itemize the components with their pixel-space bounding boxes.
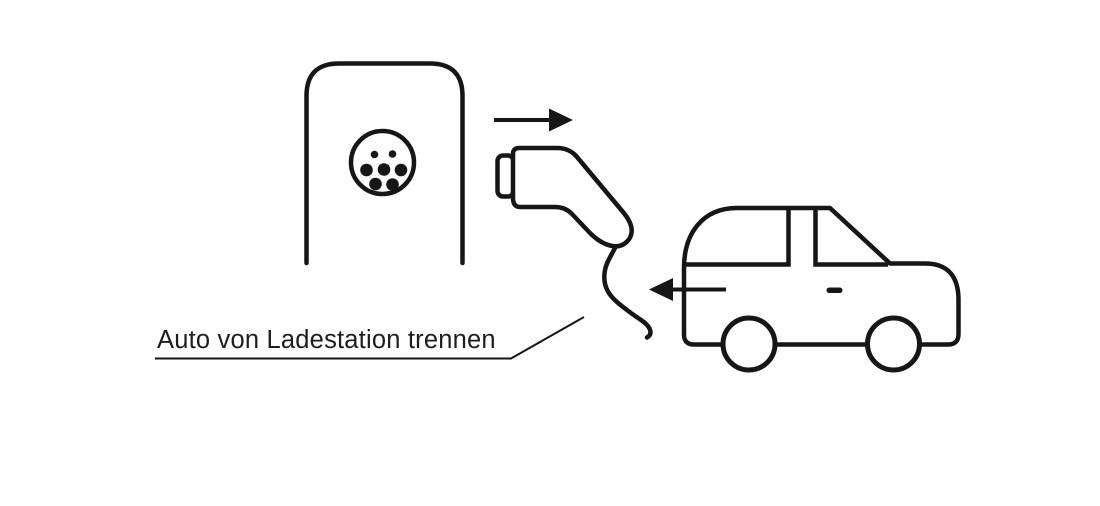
car-side-icon	[681, 205, 961, 373]
socket-contact	[369, 177, 382, 191]
charging-station-icon	[304, 61, 465, 266]
car-rear-window	[813, 209, 888, 267]
arrow-right-icon	[494, 108, 573, 132]
socket-contact	[377, 163, 391, 176]
socket-contact	[388, 150, 397, 158]
socket-contact	[394, 163, 408, 177]
arrow-left-icon	[649, 278, 726, 301]
car-rear-wheel	[865, 315, 922, 373]
caption-label: Auto von Ladestation trennen	[157, 326, 496, 354]
car-front-window	[686, 209, 791, 267]
charging-cable-icon	[601, 244, 653, 340]
socket-contact	[370, 150, 379, 159]
charging-plug-icon	[495, 145, 634, 249]
caption-callout-line	[155, 316, 585, 360]
type2-socket-icon	[348, 128, 417, 197]
car-front-wheel	[720, 315, 778, 373]
socket-contact	[386, 178, 399, 191]
car-door-handle	[826, 287, 843, 293]
socket-contact	[360, 163, 373, 177]
